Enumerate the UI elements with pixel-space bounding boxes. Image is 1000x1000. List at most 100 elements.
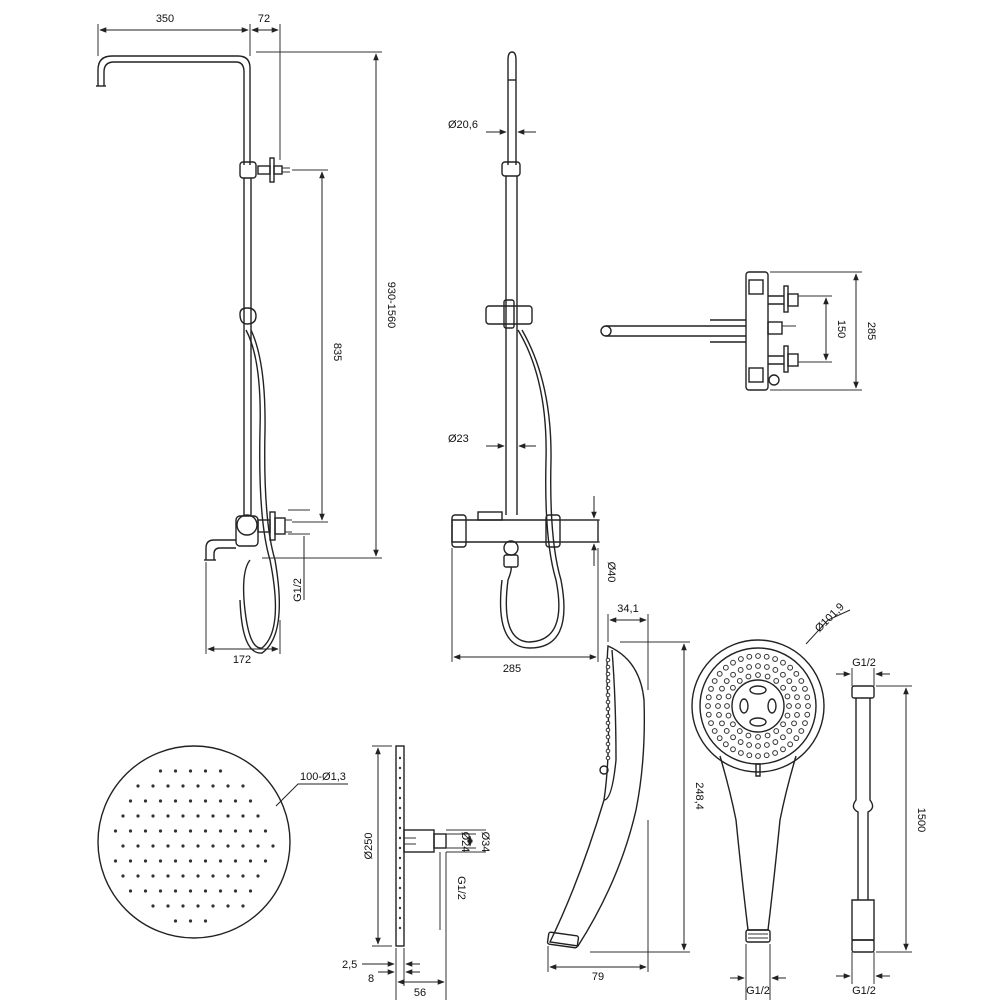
nozzle-hole <box>716 670 723 677</box>
nozzle-dot <box>128 889 133 893</box>
dim-thickness-label: 8 <box>368 973 374 985</box>
nozzle-hole <box>791 720 797 727</box>
nozzle-dot <box>166 874 170 878</box>
nozzle-dot <box>173 919 178 923</box>
nozzle-hole <box>746 664 752 670</box>
dim-width-label: 350 <box>156 13 174 25</box>
nozzle-dot <box>218 859 223 863</box>
nozzle-dot <box>196 904 200 908</box>
nozzle-hole <box>780 746 786 753</box>
nozzle-hole <box>787 741 794 748</box>
nozzle-dot <box>233 889 238 893</box>
nozzle-hole <box>730 671 736 678</box>
nozzle-dot <box>196 874 200 878</box>
nozzle-hole <box>605 692 611 698</box>
nozzle-dot <box>218 889 223 893</box>
nozzle-dot <box>241 844 245 848</box>
nozzle-hole <box>763 752 770 759</box>
nozzle-hole <box>787 664 794 671</box>
nozzle-dot <box>398 766 402 770</box>
nozzle-hole <box>798 678 805 684</box>
dim-mixer-dia-label: Ø40 <box>605 562 617 583</box>
dim-inlet-spacing-label: 150 <box>835 320 847 338</box>
nozzle-hole <box>804 694 811 701</box>
nozzle-hole <box>737 656 744 662</box>
nozzle-hole <box>605 685 611 691</box>
nozzle-dot <box>211 874 215 878</box>
dim-hose-top-thread-label: G1/2 <box>852 657 876 669</box>
nozzle-dot <box>211 814 215 818</box>
nozzle-hole <box>605 664 611 670</box>
nozzle-dot <box>151 904 155 908</box>
nozzle-dot <box>136 814 140 818</box>
nozzle-dot <box>398 886 402 890</box>
nozzle-dot <box>188 799 193 803</box>
nozzle-dot <box>398 806 402 810</box>
nozzle-hole <box>802 720 808 727</box>
nozzle-hole <box>784 712 791 719</box>
nozzle-dot <box>121 874 125 878</box>
nozzle-hole <box>605 706 611 712</box>
nozzle-dot <box>241 784 245 788</box>
nozzle-dot <box>188 769 193 773</box>
nozzle-dot <box>398 896 402 900</box>
nozzle-dot <box>181 844 185 848</box>
nozzle-dot <box>263 859 268 863</box>
nozzle-hole <box>722 664 729 671</box>
nozzle-dot <box>218 799 223 803</box>
dim-lower-tube-label: Ø23 <box>448 433 469 445</box>
nozzle-dot <box>166 844 170 848</box>
nozzle-hole <box>763 653 770 660</box>
nozzle-dot <box>166 784 170 788</box>
nozzle-dot <box>151 814 155 818</box>
nozzle-dot <box>226 844 230 848</box>
nozzle-hole <box>780 684 786 691</box>
nozzle-dot <box>143 829 148 833</box>
nozzle-hole <box>773 678 780 684</box>
nozzle-dot <box>256 814 260 818</box>
nozzle-dot <box>398 816 402 820</box>
nozzle-hole <box>755 743 761 749</box>
nozzle-hole <box>793 670 800 677</box>
nozzle-dot <box>398 926 402 930</box>
nozzle-dot <box>188 859 193 863</box>
nozzle-dot <box>226 904 230 908</box>
nozzle-dot <box>166 814 170 818</box>
nozzle-dot <box>173 889 178 893</box>
nozzle-dot <box>151 784 155 788</box>
dim-diameter-label: Ø250 <box>363 833 375 860</box>
nozzle-hole <box>772 750 779 756</box>
nozzle-hole <box>716 694 722 700</box>
nozzle-dot <box>398 786 402 790</box>
hand-shower-nozzles <box>705 653 811 759</box>
nozzle-dot <box>256 874 260 878</box>
nozzle-dot <box>173 769 178 773</box>
nozzle-dot <box>226 874 230 878</box>
nozzle-hole <box>755 734 761 740</box>
nozzle-hole <box>736 728 743 734</box>
nozzle-dot <box>241 904 245 908</box>
nozzle-hole <box>764 732 771 739</box>
nozzle-hole <box>746 653 753 660</box>
dim-face-dia-label: Ø101,9 <box>813 601 847 635</box>
nozzle-hole <box>723 728 730 734</box>
nozzle-hole <box>725 712 732 719</box>
nozzle-dot <box>398 826 402 830</box>
nozzle-dot <box>241 814 245 818</box>
nozzle-hole <box>737 667 744 673</box>
nozzle-hole <box>772 667 779 673</box>
dim-offset-label: 72 <box>258 13 270 25</box>
nozzle-dot <box>128 799 133 803</box>
nozzle-hole <box>746 752 753 759</box>
nozzle-hole <box>719 685 725 692</box>
nozzle-hole <box>794 694 800 700</box>
nozzle-hole <box>755 753 761 759</box>
nozzle-dot <box>158 859 163 863</box>
dim-hose-bottom-thread-label: G1/2 <box>852 985 876 997</box>
nozzle-hole <box>716 735 723 742</box>
nozzle-hole <box>730 659 736 666</box>
nozzle-dot <box>203 919 208 923</box>
nozzle-hole <box>772 739 779 745</box>
dim-nut-label: Ø34 <box>479 832 491 853</box>
